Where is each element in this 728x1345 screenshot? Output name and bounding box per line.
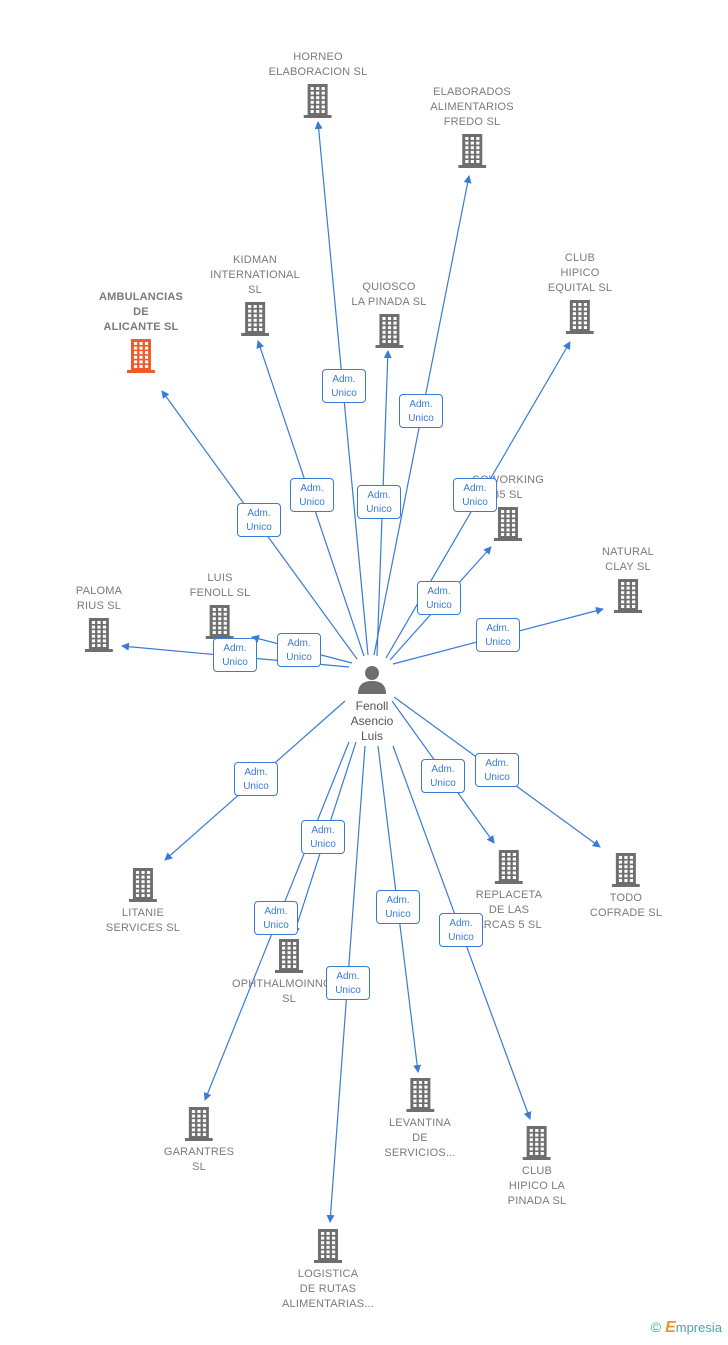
role-badge-replaceta[interactable]: Adm. Unico [421, 759, 465, 793]
company-name[interactable]: HORNEO ELABORACION SL [268, 51, 368, 78]
company-node-ambulancias[interactable]: AMBULANCIAS DE ALICANTE SL [99, 290, 183, 373]
building-icon [304, 84, 332, 118]
company-node-elaborados[interactable]: ELABORADOS ALIMENTARIOS FREDO SL [430, 85, 514, 168]
company-node-coworking[interactable]: COWORKING 35 SL [472, 473, 544, 541]
company-name[interactable]: CLUB HIPICO EQUITAL SL [547, 252, 613, 294]
person-node[interactable] [357, 664, 387, 699]
company-name[interactable]: LOGISTICA DE RUTAS ALIMENTARIAS... [281, 1268, 375, 1310]
role-badge-litanie[interactable]: Adm. Unico [234, 762, 278, 796]
role-badge-levantina[interactable]: Adm. Unico [376, 890, 420, 924]
building-icon [84, 618, 113, 652]
role-badge-quiosco[interactable]: Adm. Unico [357, 485, 401, 519]
building-icon [614, 579, 642, 613]
company-node-garantres[interactable]: GARANTRES SL [164, 1107, 234, 1175]
building-icon [611, 853, 640, 887]
company-node-luis-fenoll[interactable]: LUIS FENOLL SL [190, 571, 251, 639]
building-icon [240, 302, 269, 336]
building-icon [127, 339, 155, 373]
company-name[interactable]: LUIS FENOLL SL [189, 572, 251, 599]
company-name[interactable]: TODO COFRADE SL [589, 892, 663, 919]
building-icon [522, 1126, 551, 1160]
role-badge-club-hipico-equital[interactable]: Adm. Unico [453, 478, 497, 512]
role-badge-coworking[interactable]: Adm. Unico [417, 581, 461, 615]
company-name[interactable]: OPHTHALMOINNOVA SL [231, 978, 347, 1005]
role-badge-paloma-rius[interactable]: Adm. Unico [213, 638, 257, 672]
role-badge-luis-fenoll[interactable]: Adm. Unico [277, 633, 321, 667]
person-name[interactable]: Fenoll Asencio Luis [350, 699, 394, 743]
company-node-levantina[interactable]: LEVANTINA DE SERVICIOS... [384, 1078, 455, 1161]
building-icon [184, 1107, 213, 1141]
building-icon [565, 300, 594, 334]
role-badge-elaborados[interactable]: Adm. Unico [399, 394, 443, 428]
brand-initial: E [665, 1319, 676, 1336]
brand-name: mpresia [675, 1320, 722, 1335]
role-badge-club-hipico-pinada[interactable]: Adm. Unico [439, 913, 483, 947]
company-node-litanie[interactable]: LITANIE SERVICES SL [106, 868, 180, 936]
company-name[interactable]: KIDMAN INTERNATIONAL SL [210, 254, 300, 296]
company-node-replaceta[interactable]: REPLACETA DE LAS ARCAS 5 SL [476, 850, 542, 933]
company-node-horneo[interactable]: HORNEO ELABORACION SL [269, 50, 368, 118]
company-name[interactable]: CLUB HIPICO LA PINADA SL [507, 1165, 567, 1207]
role-badge-garantres[interactable]: Adm. Unico [254, 901, 298, 935]
role-badge-horneo[interactable]: Adm. Unico [322, 369, 366, 403]
role-badge-kidman[interactable]: Adm. Unico [290, 478, 334, 512]
company-name[interactable]: AMBULANCIAS DE ALICANTE SL [98, 291, 184, 333]
company-node-todo-cofrade[interactable]: TODO COFRADE SL [590, 853, 662, 921]
building-icon [493, 507, 522, 541]
company-name[interactable]: PALOMA RIUS SL [75, 585, 123, 612]
company-name[interactable]: GARANTRES SL [163, 1146, 235, 1173]
company-node-ophthalmo[interactable]: OPHTHALMOINNOVA SL [232, 939, 346, 1007]
building-icon [128, 868, 157, 902]
company-node-club-hipico-equital[interactable]: CLUB HIPICO EQUITAL SL [548, 251, 612, 334]
brand-watermark: ©Empresia [651, 1319, 722, 1337]
building-icon [205, 605, 234, 639]
company-name[interactable]: NATURAL CLAY SL [602, 546, 654, 573]
company-name[interactable]: LEVANTINA DE SERVICIOS... [384, 1117, 456, 1159]
person-icon [358, 666, 386, 694]
role-badge-todo-cofrade[interactable]: Adm. Unico [475, 753, 519, 787]
building-icon [374, 314, 403, 348]
building-icon [458, 134, 486, 168]
company-node-logistica[interactable]: LOGISTICA DE RUTAS ALIMENTARIAS... [282, 1229, 374, 1312]
company-name[interactable]: LITANIE SERVICES SL [105, 907, 181, 934]
company-node-club-hipico-pinada[interactable]: CLUB HIPICO LA PINADA SL [508, 1126, 567, 1209]
role-badge-ophthalmo[interactable]: Adm. Unico [301, 820, 345, 854]
company-node-natural-clay[interactable]: NATURAL CLAY SL [602, 545, 654, 613]
building-icon [406, 1078, 434, 1112]
role-badge-natural-clay[interactable]: Adm. Unico [476, 618, 520, 652]
role-badge-logistica[interactable]: Adm. Unico [326, 966, 370, 1000]
role-badge-ambulancias[interactable]: Adm. Unico [237, 503, 281, 537]
building-icon [313, 1229, 342, 1263]
company-node-kidman[interactable]: KIDMAN INTERNATIONAL SL [210, 253, 300, 336]
building-icon [495, 850, 523, 884]
company-name[interactable]: QUIOSCO LA PINADA SL [351, 281, 427, 308]
copyright-icon: © [650, 1319, 662, 1335]
company-node-paloma-rius[interactable]: PALOMA RIUS SL [76, 584, 122, 652]
company-node-quiosco[interactable]: QUIOSCO LA PINADA SL [351, 280, 426, 348]
company-name[interactable]: REPLACETA DE LAS ARCAS 5 SL [475, 889, 543, 931]
company-name[interactable]: ELABORADOS ALIMENTARIOS FREDO SL [430, 86, 514, 128]
building-icon [275, 939, 303, 973]
